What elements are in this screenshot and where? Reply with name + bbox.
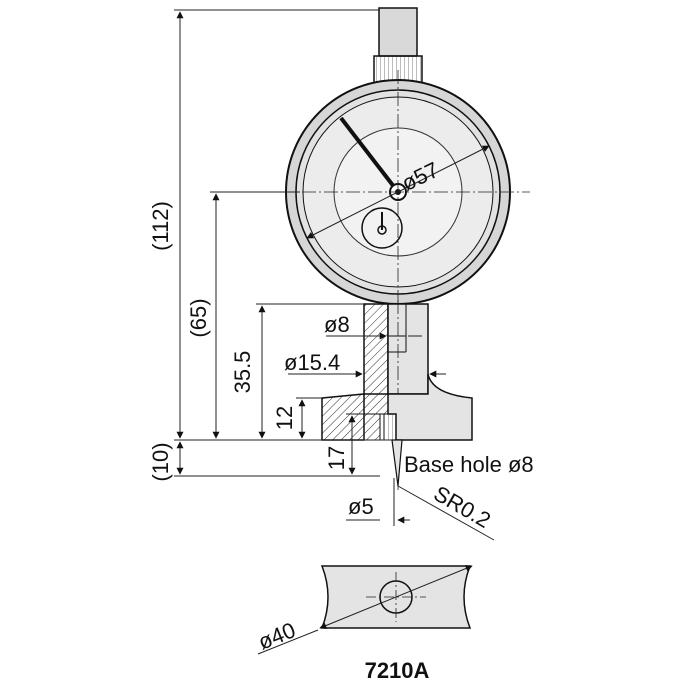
collar-diameter-label: ø15.4 <box>284 350 340 375</box>
contact-radius-label: SR0.2 <box>430 481 495 533</box>
stem-diameter-label: ø8 <box>324 312 350 337</box>
stem-height-label: 35.5 <box>230 351 255 394</box>
vertical-dimensions: (112) (65) 35.5 12 (10) 17 <box>148 9 392 482</box>
model-number: 7210A <box>365 658 430 683</box>
overall-height-label: (112) <box>148 201 173 251</box>
base-height-label: 12 <box>272 406 297 430</box>
base-diameter-label: ø40 <box>255 617 300 654</box>
dial <box>280 70 530 330</box>
contact-point <box>391 439 403 487</box>
base-bottom-label: (10) <box>148 442 173 481</box>
contact-length-label: 17 <box>324 446 349 470</box>
contact-diameter-label: ø5 <box>348 494 374 519</box>
dial-center-height-label: (65) <box>186 298 211 337</box>
base-bottom-view: ø40 <box>255 565 473 655</box>
base-hole-label: Base hole ø8 <box>404 452 534 477</box>
